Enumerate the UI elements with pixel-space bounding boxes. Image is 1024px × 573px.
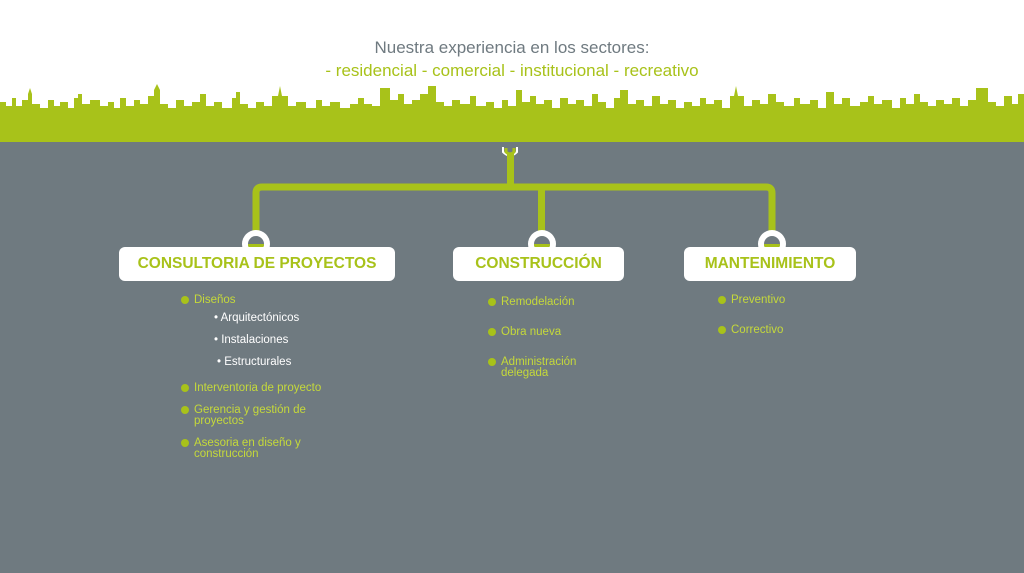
section-title-construccion: CONSTRUCCIÓN xyxy=(475,255,602,272)
list-item: Administración delegada xyxy=(488,356,611,379)
list-item: Preventivo xyxy=(718,294,785,306)
city-skyline-illustration xyxy=(0,84,1024,144)
list-item: Asesoria en diseño y construcción xyxy=(181,437,324,460)
list-item: Gerencia y gestión de proyectos xyxy=(181,404,344,427)
list-item: Obra nueva xyxy=(488,326,561,338)
header-title: Nuestra experiencia en los sectores: xyxy=(374,38,650,57)
section-box-mantenimiento: MANTENIMIENTO xyxy=(684,247,856,281)
header: Nuestra experiencia en los sectores: - r… xyxy=(0,0,1024,144)
list-item: Interventoria de proyecto xyxy=(181,382,364,394)
bullet-dot-icon xyxy=(181,439,189,447)
sub-item: • Arquitectónicos xyxy=(214,312,300,324)
bullet-dot-icon xyxy=(488,298,496,306)
section-title-mantenimiento: MANTENIMIENTO xyxy=(704,255,836,272)
bullet-dot-icon xyxy=(181,296,189,304)
bullet-dot-icon xyxy=(718,326,726,334)
bullet-dot-icon xyxy=(718,296,726,304)
sub-item: • Estructurales xyxy=(217,356,292,368)
section-title-consultoria: CONSULTORIA DE PROYECTOS xyxy=(137,255,377,272)
section-box-consultoria: CONSULTORIA DE PROYECTOS xyxy=(119,247,395,281)
list-item: Correctivo xyxy=(718,324,783,336)
sub-item: • Instalaciones xyxy=(214,334,289,346)
header-sectors: - residencial - comercial - instituciona… xyxy=(325,61,699,80)
bullet-dot-icon xyxy=(181,384,189,392)
bullet-dot-icon xyxy=(488,358,496,366)
list-item: Remodelación xyxy=(488,296,575,308)
bullet-dot-icon xyxy=(488,328,496,336)
bullet-dot-icon xyxy=(181,406,189,414)
list-item: Diseños xyxy=(181,294,236,306)
section-box-construccion: CONSTRUCCIÓN xyxy=(453,247,624,281)
